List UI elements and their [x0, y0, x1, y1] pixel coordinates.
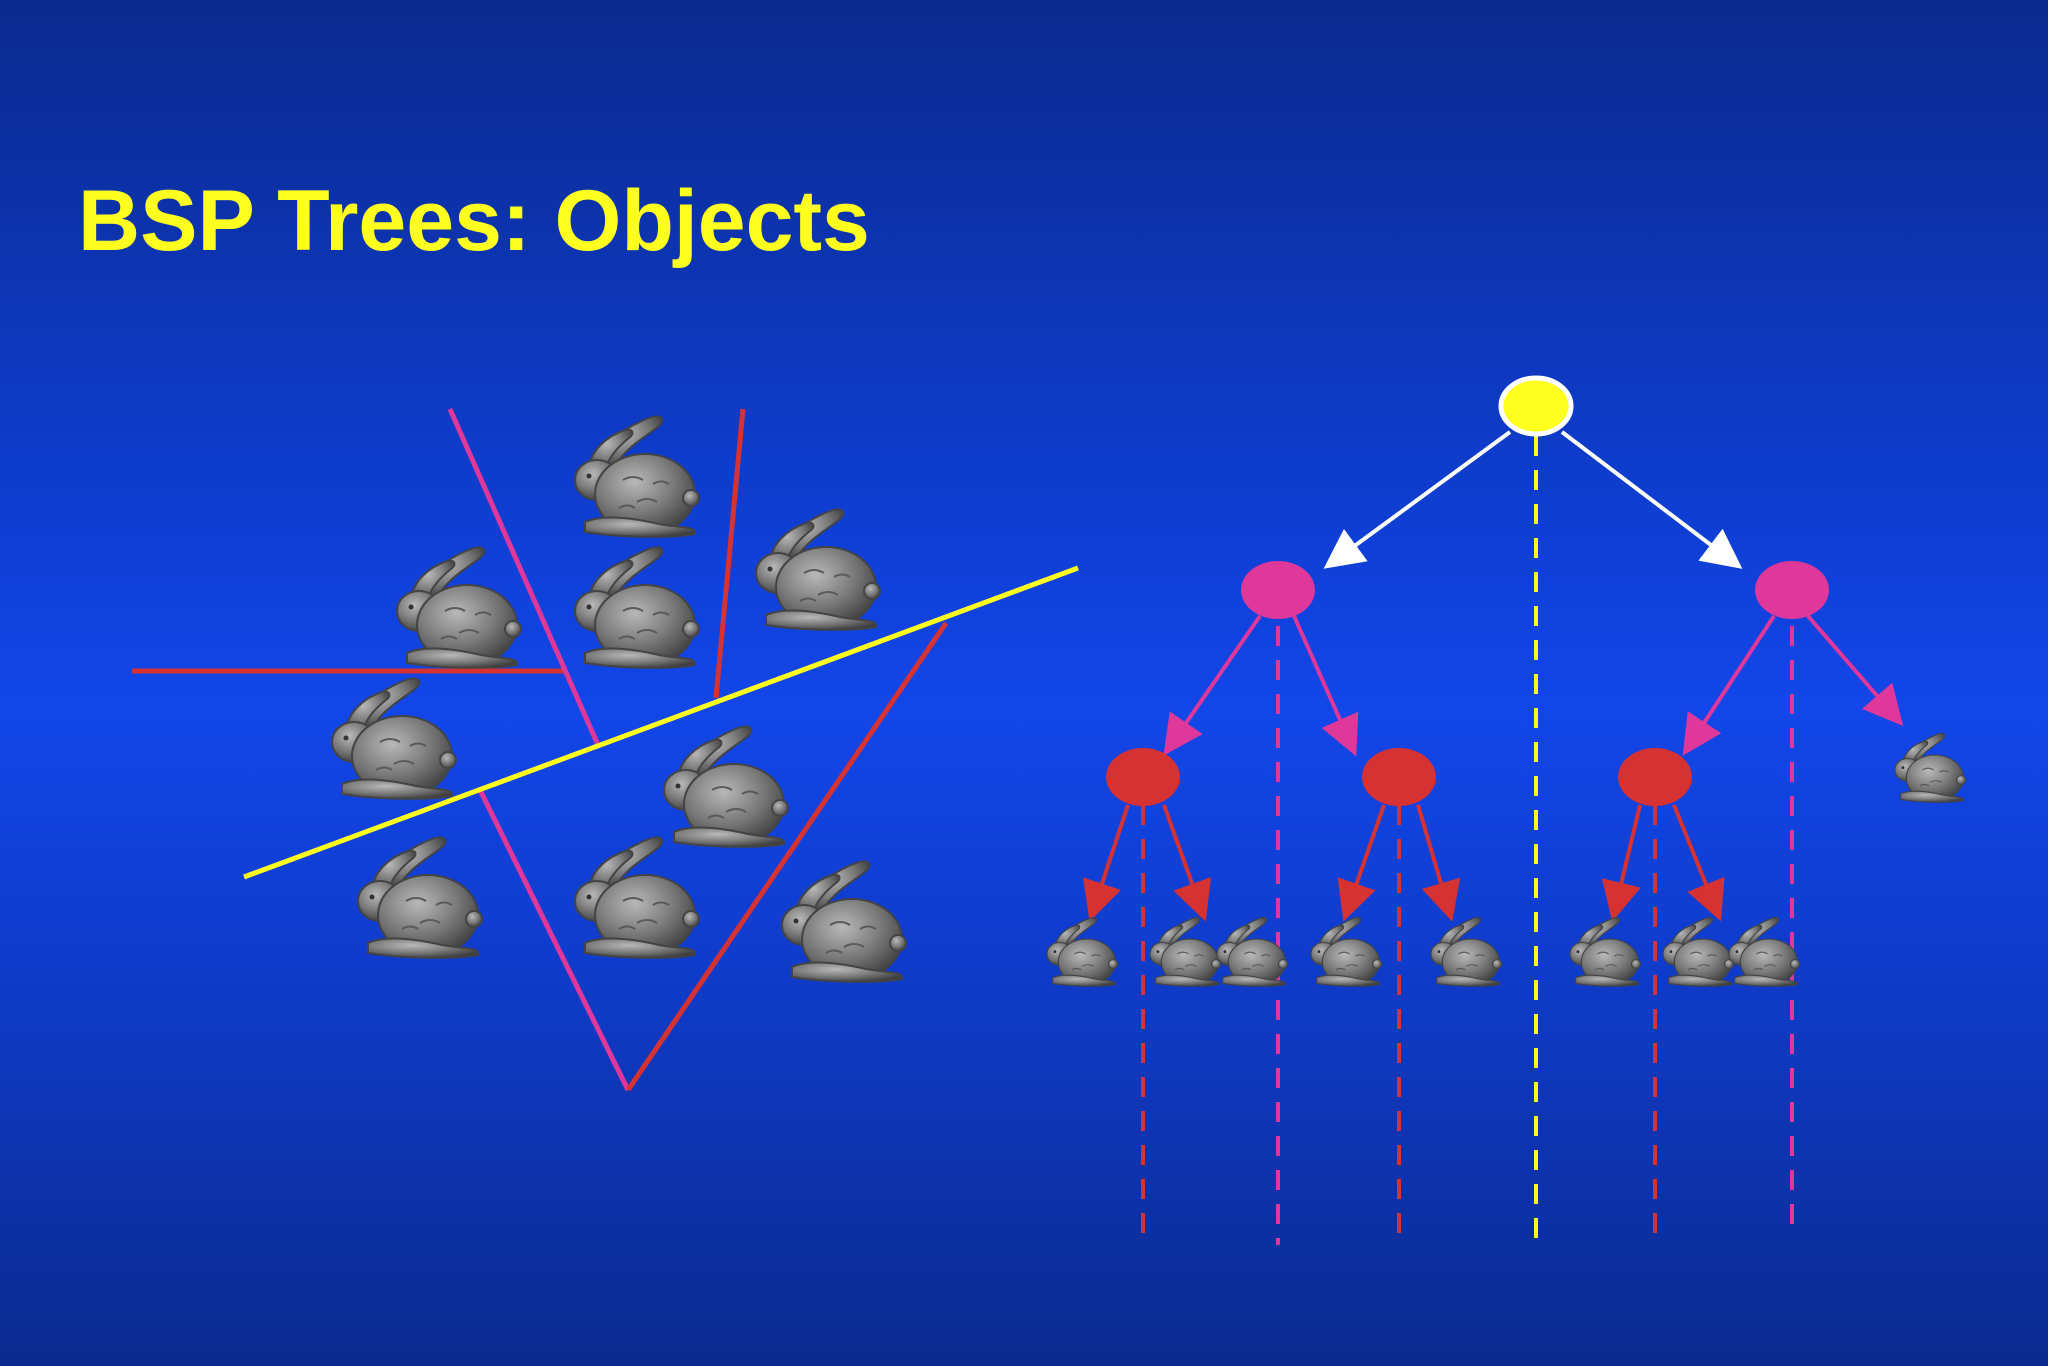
split-plane-red	[625, 621, 949, 1092]
bunny-icon	[1430, 917, 1503, 987]
split-plane-red	[713, 408, 746, 699]
root-node	[1498, 375, 1574, 437]
tree-edge	[1323, 430, 1512, 569]
split-plane-magenta	[447, 407, 601, 747]
split-plane-yellow	[243, 565, 1079, 880]
tree-edge	[1163, 614, 1262, 756]
bunny-icon	[396, 546, 522, 669]
tree-edge	[1337, 804, 1386, 922]
bunny-icon	[1149, 917, 1222, 987]
bunny-icon	[574, 415, 700, 538]
bunny-icon	[574, 836, 700, 959]
tree-edge	[1601, 804, 1642, 922]
bunny-icon	[1662, 917, 1735, 987]
tree-edge	[1083, 804, 1130, 922]
bunny-icon	[1894, 733, 1967, 803]
bunny-icon	[663, 725, 789, 848]
tree-edge	[1162, 804, 1212, 922]
level1-node	[1755, 561, 1829, 619]
bunny-icon	[1046, 917, 1119, 987]
bunny-icon	[1310, 917, 1383, 987]
tree-edge	[1292, 615, 1359, 757]
bunny-icon	[1216, 917, 1289, 987]
bunny-icon	[574, 546, 700, 669]
level2-node	[1618, 748, 1692, 806]
split-plane-magenta	[477, 788, 631, 1092]
level2-node	[1106, 748, 1180, 806]
tree-edge	[1806, 614, 1904, 727]
tree-edge	[1672, 804, 1725, 922]
tree-edge	[1416, 804, 1461, 922]
level1-node	[1241, 561, 1315, 619]
bunny-icon	[1728, 917, 1801, 987]
bunny-icon	[357, 836, 483, 959]
scene	[132, 407, 1079, 1092]
bunny-icon	[755, 508, 881, 631]
bunny-icon	[1569, 917, 1642, 987]
bunny-icon	[781, 860, 907, 983]
tree-edge	[1682, 614, 1776, 756]
tree-edge	[1560, 430, 1743, 569]
bunny-icon	[331, 677, 457, 800]
bsp-tree	[1046, 375, 1967, 1245]
slide-title: BSP Trees: Objects	[78, 173, 870, 269]
level2-node	[1362, 748, 1436, 806]
